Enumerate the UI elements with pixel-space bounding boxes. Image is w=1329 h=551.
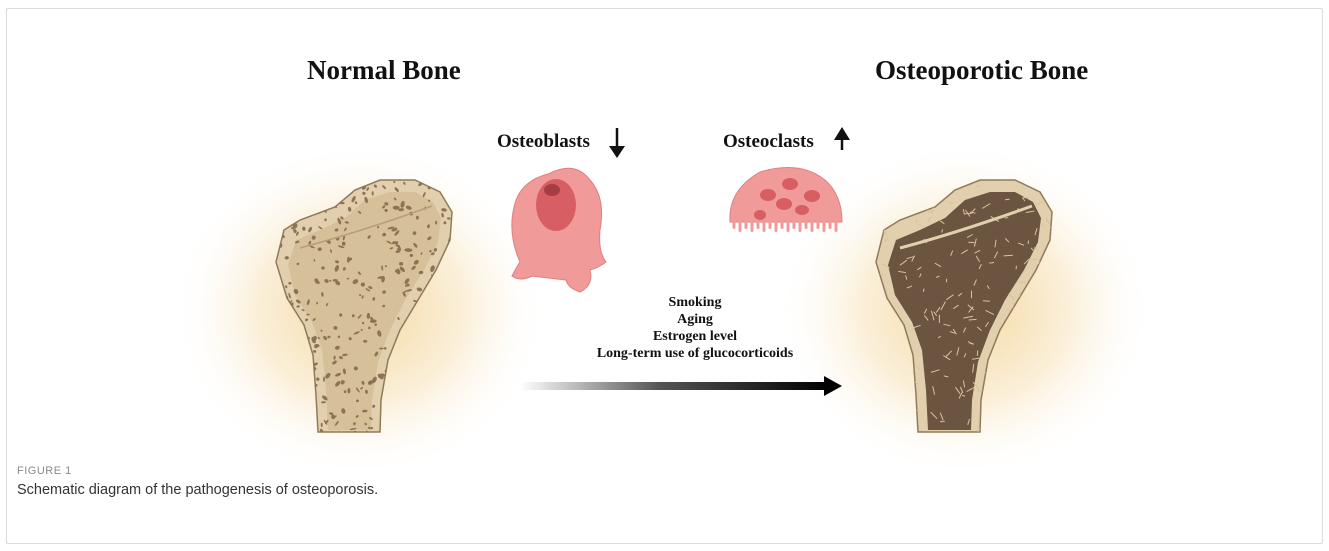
arrow-down-icon (609, 128, 625, 158)
factor-estrogen: Estrogen level (540, 328, 850, 345)
osteoblasts-label: Osteoblasts (497, 131, 590, 153)
osteoclasts-label: Osteoclasts (723, 131, 814, 153)
factor-glucocorticoids: Long-term use of glucocorticoids (540, 345, 850, 362)
factor-aging: Aging (540, 311, 850, 328)
osteoclast-cell-icon (730, 168, 842, 233)
osteoporotic-bone-title: Osteoporotic Bone (875, 55, 1088, 86)
factor-smoking: Smoking (540, 294, 850, 311)
normal-bone-title: Normal Bone (307, 55, 461, 86)
figure-label: FIGURE 1 (17, 465, 72, 477)
figure-caption: Schematic diagram of the pathogenesis of… (17, 482, 378, 498)
arrow-up-icon (834, 127, 850, 150)
osteoblast-cell-icon (512, 168, 606, 292)
